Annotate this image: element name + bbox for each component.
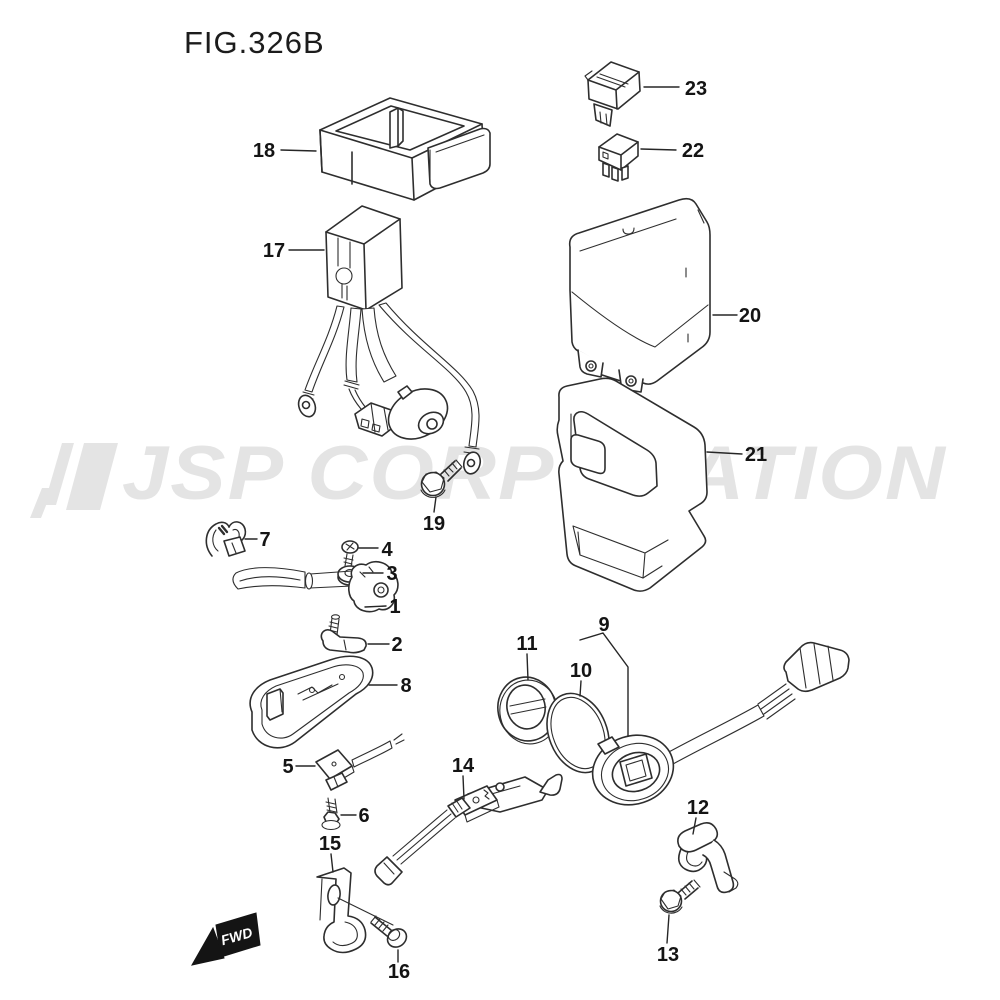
callout-14: 14 xyxy=(452,755,475,800)
part-23-relay-drawing xyxy=(584,61,641,127)
callout-22: 22 xyxy=(640,140,704,162)
part-12-clamp-drawing xyxy=(677,822,739,894)
part-14-switch-drawing xyxy=(374,773,563,886)
callout-21-label: 21 xyxy=(745,444,767,466)
callout-9: 9 xyxy=(579,614,629,737)
callout-20: 20 xyxy=(712,305,761,327)
callout-18-label: 18 xyxy=(253,140,275,162)
part-6-bolt-drawing xyxy=(321,797,341,831)
callout-7-label: 7 xyxy=(259,529,270,551)
callout-11-label: 11 xyxy=(516,633,537,655)
fwd-marker: FWD xyxy=(191,912,261,966)
callout-3-label: 3 xyxy=(386,563,397,585)
watermark: JSP CORPORATION xyxy=(30,431,947,518)
callout-6-label: 6 xyxy=(358,805,369,827)
callout-18: 18 xyxy=(253,140,317,162)
part-2-bolt-stay-drawing xyxy=(320,614,367,654)
callout-23-label: 23 xyxy=(685,78,707,100)
callout-16: 16 xyxy=(388,949,410,983)
callout-5-label: 5 xyxy=(282,756,293,778)
callout-13-label: 13 xyxy=(657,944,679,966)
callout-13: 13 xyxy=(657,914,679,966)
part-17-harness-drawing xyxy=(297,302,482,475)
callout-10: 10 xyxy=(570,660,592,697)
callout-1-label: 1 xyxy=(389,596,400,618)
callout-8: 8 xyxy=(368,675,412,697)
callout-3: 3 xyxy=(362,563,398,585)
figure-title: FIG.326B xyxy=(184,25,325,60)
callout-1: 1 xyxy=(364,596,401,618)
callout-15-label: 15 xyxy=(319,833,341,855)
part-16-screw-drawing xyxy=(370,915,408,948)
callout-2-label: 2 xyxy=(391,634,402,656)
callout-20-label: 20 xyxy=(739,305,761,327)
callout-21: 21 xyxy=(706,444,767,466)
callouts: 18 17 23 22 20 21 19 7 xyxy=(244,78,767,983)
callout-5: 5 xyxy=(282,756,316,778)
part-22-relay-drawing xyxy=(598,133,639,182)
callout-17-label: 17 xyxy=(263,240,285,262)
part-1-sensor-drawing xyxy=(232,561,399,613)
callout-17: 17 xyxy=(263,240,325,262)
callout-11: 11 xyxy=(516,633,538,681)
part-5-sensor-drawing xyxy=(315,733,405,791)
callout-6: 6 xyxy=(340,805,370,827)
part-8-housing-drawing xyxy=(249,655,374,749)
part-7-clamp-drawing xyxy=(205,521,247,557)
part-15-bracket-drawing xyxy=(316,867,394,954)
callout-22-label: 22 xyxy=(682,140,704,162)
part-10-oring-drawing xyxy=(546,692,610,774)
callout-12: 12 xyxy=(687,797,709,835)
callout-19-label: 19 xyxy=(423,513,445,535)
callout-23: 23 xyxy=(643,78,707,100)
callout-8-label: 8 xyxy=(400,675,411,697)
callout-9-label: 9 xyxy=(598,614,609,636)
callout-10-label: 10 xyxy=(570,660,592,682)
callout-19: 19 xyxy=(423,496,445,535)
callout-4: 4 xyxy=(358,539,393,561)
callout-16-label: 16 xyxy=(388,961,410,983)
part-18-cover-drawing xyxy=(319,97,491,201)
watermark-logo-bar-3 xyxy=(30,488,53,518)
part-20-ecu-drawing xyxy=(568,197,711,393)
part-4-screw-drawing xyxy=(341,540,359,570)
callout-7: 7 xyxy=(244,529,271,551)
callout-15: 15 xyxy=(319,833,341,873)
fwd-body xyxy=(215,912,261,958)
callout-12-label: 12 xyxy=(687,797,709,819)
part-9-sensor-assy-drawing xyxy=(591,641,850,806)
part-17-rectifier-drawing xyxy=(325,205,403,311)
part-13-bolt-drawing xyxy=(659,879,701,914)
callout-2: 2 xyxy=(367,634,403,656)
part-19-bolt-drawing xyxy=(420,459,463,498)
callout-4-label: 4 xyxy=(381,539,393,561)
watermark-logo-bar-2 xyxy=(66,443,118,510)
part-21-cover-drawing xyxy=(556,377,708,592)
watermark-text: JSP CORPORATION xyxy=(122,431,947,516)
callout-14-label: 14 xyxy=(452,755,475,777)
